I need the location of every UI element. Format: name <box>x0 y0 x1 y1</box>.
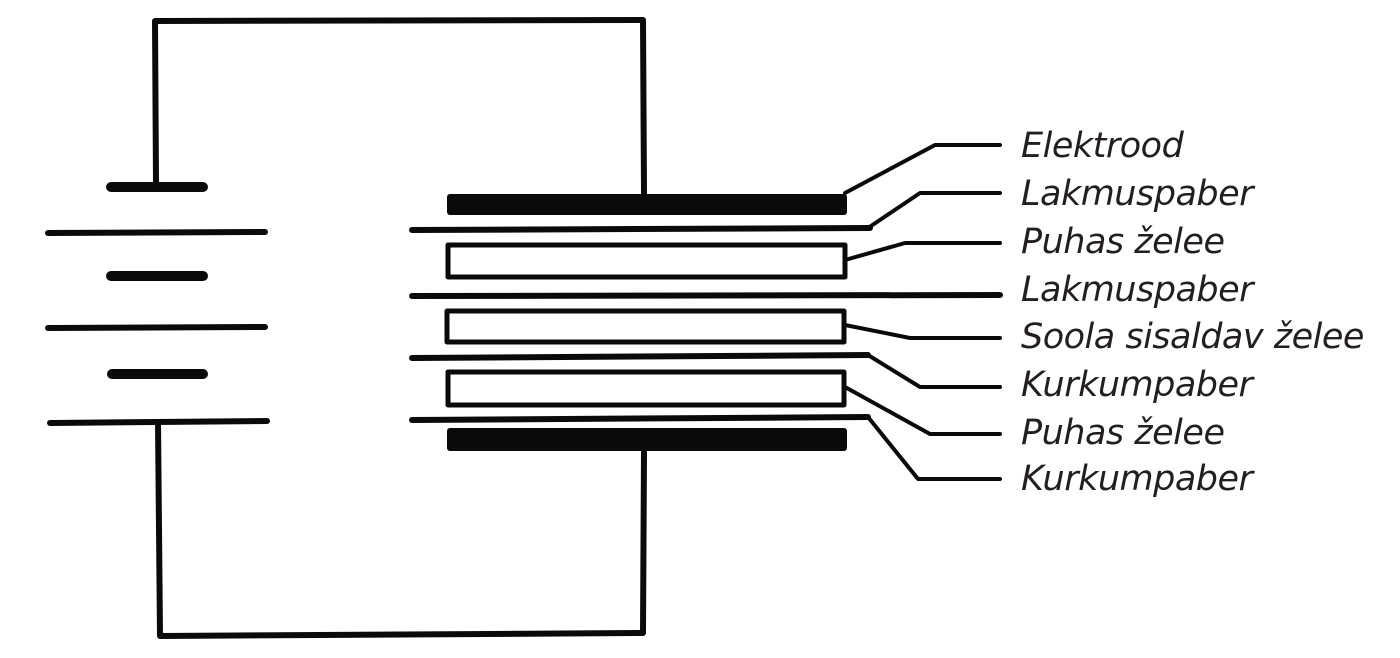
turmeric-paper-2 <box>409 414 871 423</box>
litmus-paper-2 <box>409 292 1003 299</box>
battery-long-plate <box>47 418 270 426</box>
label-pure-gel-1: Puhas želee <box>1021 222 1225 262</box>
label-turmeric-paper-1: Kurkumpaber <box>1021 365 1253 405</box>
label-litmus-paper-1: Lakmuspaber <box>1021 174 1254 214</box>
turmeric-paper-1 <box>409 352 871 361</box>
label-turmeric-paper-2: Kurkumpaber <box>1021 459 1253 499</box>
leader-puhas-zelee-1 <box>843 241 1002 262</box>
leader-soola <box>843 323 1002 340</box>
salt-gel <box>444 308 847 345</box>
bottom-wire <box>155 419 647 639</box>
top-wire <box>152 17 647 196</box>
pure-gel-2 <box>445 369 847 408</box>
leader-puhas-zelee-2 <box>843 385 1002 436</box>
pure-gel-1 <box>445 242 848 280</box>
leader-lakmuspaber-1 <box>866 191 1002 230</box>
leader-elektrood <box>843 143 1002 195</box>
label-litmus-paper-2: Lakmuspaber <box>1021 270 1254 310</box>
leader-kurkumpaber-1 <box>866 353 1002 389</box>
top-electrode <box>447 194 847 215</box>
leader-lines <box>843 143 1002 481</box>
label-electrode: Elektrood <box>1021 126 1184 166</box>
label-salt-gel: Soola sisaldav želee <box>1021 317 1364 357</box>
battery-long-plate <box>45 324 268 331</box>
litmus-paper-1 <box>409 225 873 233</box>
label-pure-gel-2: Puhas želee <box>1021 413 1225 453</box>
battery-long-plate <box>45 229 268 236</box>
battery <box>45 182 270 426</box>
leader-kurkumpaber-2 <box>866 415 1002 481</box>
bottom-electrode <box>447 428 847 451</box>
